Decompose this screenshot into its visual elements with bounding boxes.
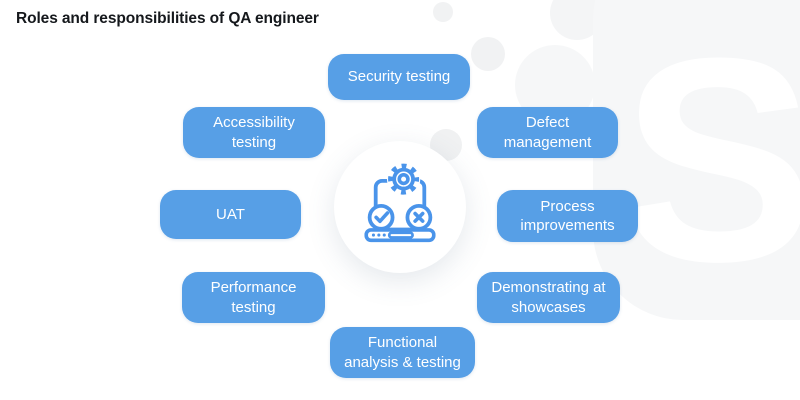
role-pill-demonstrating-at-showcases: Demonstrating at showcases [477, 272, 620, 323]
page-title: Roles and responsibilities of QA enginee… [16, 10, 319, 27]
center-circle [334, 141, 466, 273]
watermark-dot [550, 0, 604, 40]
watermark-blob [593, 0, 800, 320]
watermark-dot [471, 37, 505, 71]
role-pill-performance-testing: Performance testing [182, 272, 325, 323]
x-circle-icon [405, 203, 433, 231]
laptop-base [364, 228, 436, 243]
role-pill-uat: UAT [160, 190, 301, 239]
role-pill-security-testing: Security testing [328, 54, 470, 100]
role-pill-accessibility-testing: Accessibility testing [183, 107, 325, 158]
gear-icon [386, 162, 421, 196]
role-pill-functional-analysis-testing: Functional analysis & testing [330, 327, 475, 378]
check-circle-icon [367, 203, 395, 231]
role-pill-defect-management: Defect management [477, 107, 618, 158]
watermark-dot [433, 2, 453, 22]
role-pill-process-improvements: Process improvements [497, 190, 638, 242]
watermark-letter: S [621, 0, 800, 322]
laptop-gear-check-x-icon [364, 162, 436, 243]
